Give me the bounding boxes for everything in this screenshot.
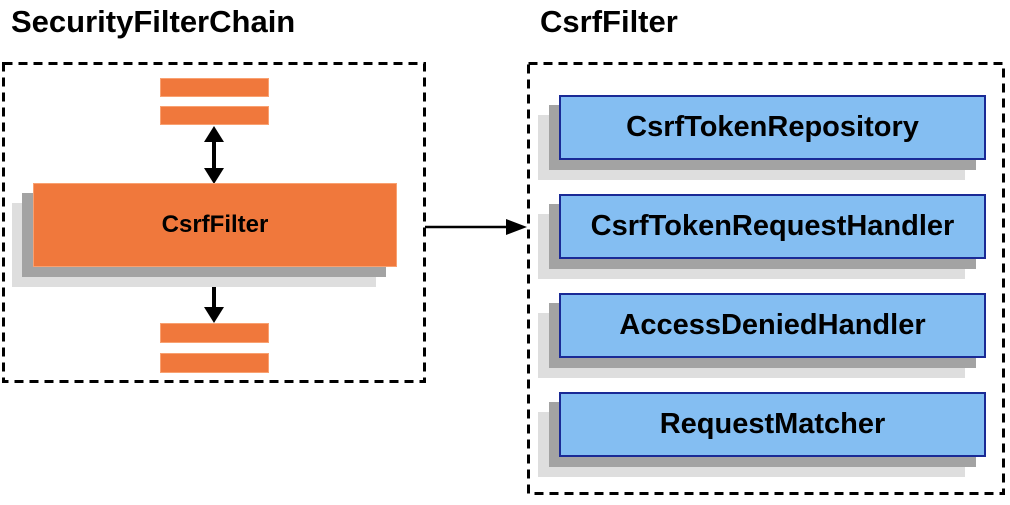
- component-label: CsrfTokenRequestHandler: [590, 210, 955, 242]
- filter-bar-top-1: [160, 78, 269, 97]
- component-label: RequestMatcher: [659, 408, 886, 440]
- component-label: CsrfTokenRepository: [626, 111, 919, 143]
- flow-arrow-icon: [425, 219, 527, 235]
- bidirectional-arrow-bottom-icon: [204, 267, 224, 323]
- component-box-csrf-token-request-handler: CsrfTokenRequestHandler: [559, 194, 986, 259]
- security-filter-chain-boundary: [2, 62, 426, 383]
- bidirectional-arrow-top-icon: [204, 126, 224, 184]
- component-box-csrf-token-repository: CsrfTokenRepository: [559, 95, 986, 160]
- filter-bar-top-2: [160, 106, 269, 125]
- component-box-request-matcher: RequestMatcher: [559, 392, 986, 457]
- component-box-access-denied-handler: AccessDeniedHandler: [559, 293, 986, 358]
- security-filter-chain-title: SecurityFilterChain: [11, 4, 296, 39]
- csrf-filter-title: CsrfFilter: [540, 4, 678, 39]
- component-label: AccessDeniedHandler: [619, 309, 926, 341]
- filter-bar-bottom-1: [160, 323, 269, 343]
- csrf-filter-box: CsrfFilter: [33, 183, 397, 267]
- csrf-filter-box-label: CsrfFilter: [161, 211, 269, 238]
- csrf-filter-panel-boundary: [527, 62, 1005, 495]
- filter-bar-bottom-2: [160, 353, 269, 373]
